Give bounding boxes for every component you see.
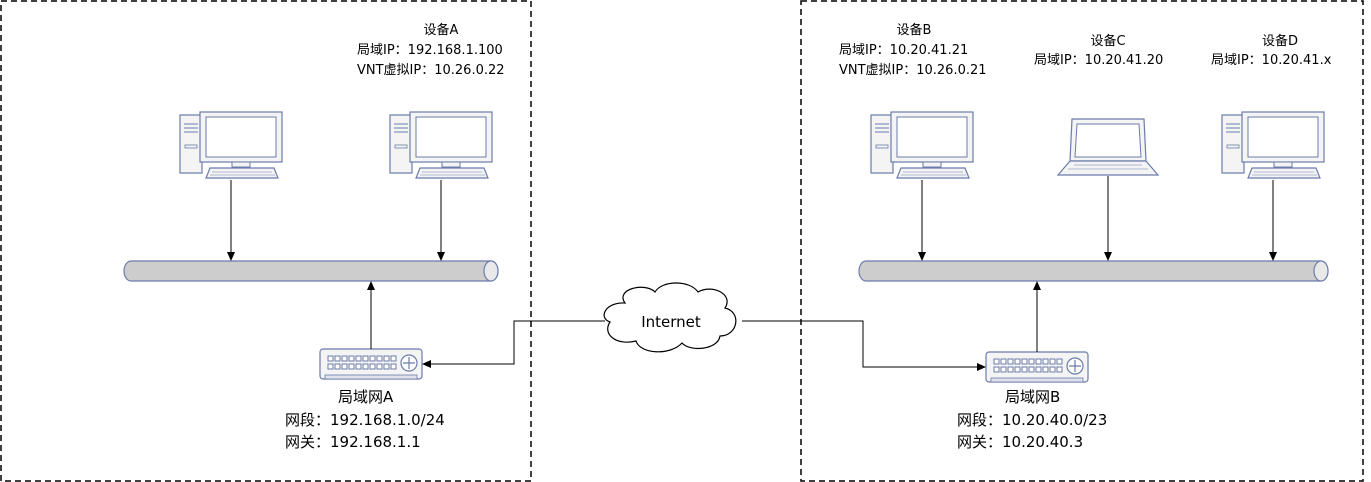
- device-b-vnt-ip: VNT虚拟IP：10.26.0.21: [839, 63, 987, 78]
- router-a-gateway: 网关：192.168.1.1: [285, 433, 421, 451]
- device-a-vnt-ip: VNT虚拟IP：10.26.0.22: [357, 63, 505, 78]
- connector-internet-to-router-b: [742, 320, 986, 371]
- device-b-desktop-icon: [870, 111, 974, 179]
- lan-b-bus: [858, 260, 1329, 282]
- device-c-laptop-icon: [1057, 118, 1159, 176]
- internet-label: Internet: [641, 313, 701, 331]
- router-b-name: 局域网B: [1005, 388, 1061, 406]
- device-d-lan-ip: 局域IP：10.20.41.x: [1211, 53, 1332, 68]
- device-d-desktop-icon: [1221, 111, 1325, 179]
- router-a-segment: 网段：192.168.1.0/24: [285, 411, 445, 429]
- device-d-name: 设备D: [1261, 34, 1298, 49]
- router-a-icon: [319, 348, 423, 380]
- connector-internet-to-router-a: [422, 320, 605, 368]
- router-a-name: 局域网A: [338, 388, 394, 406]
- lan-a-bus: [123, 260, 499, 282]
- device-b-name: 设备B: [896, 23, 932, 38]
- device-c-name: 设备C: [1090, 34, 1126, 49]
- device-c-lan-ip: 局域IP：10.20.41.20: [1034, 53, 1164, 68]
- router-b-gateway: 网关：10.20.40.3: [957, 433, 1084, 451]
- lan-b-boundary: [800, 0, 1364, 482]
- internet-cloud-icon: [603, 282, 737, 353]
- router-b-segment: 网段：10.20.40.0/23: [957, 411, 1108, 429]
- lan-a-boundary: [0, 0, 532, 482]
- lan-a-unlabeled-desktop-icon: [179, 111, 283, 179]
- device-a-desktop-icon: [389, 111, 493, 179]
- device-a-name: 设备A: [423, 23, 459, 38]
- device-b-lan-ip: 局域IP：10.20.41.21: [839, 43, 969, 58]
- device-a-lan-ip: 局域IP：192.168.1.100: [357, 43, 503, 58]
- router-b-icon: [985, 351, 1089, 383]
